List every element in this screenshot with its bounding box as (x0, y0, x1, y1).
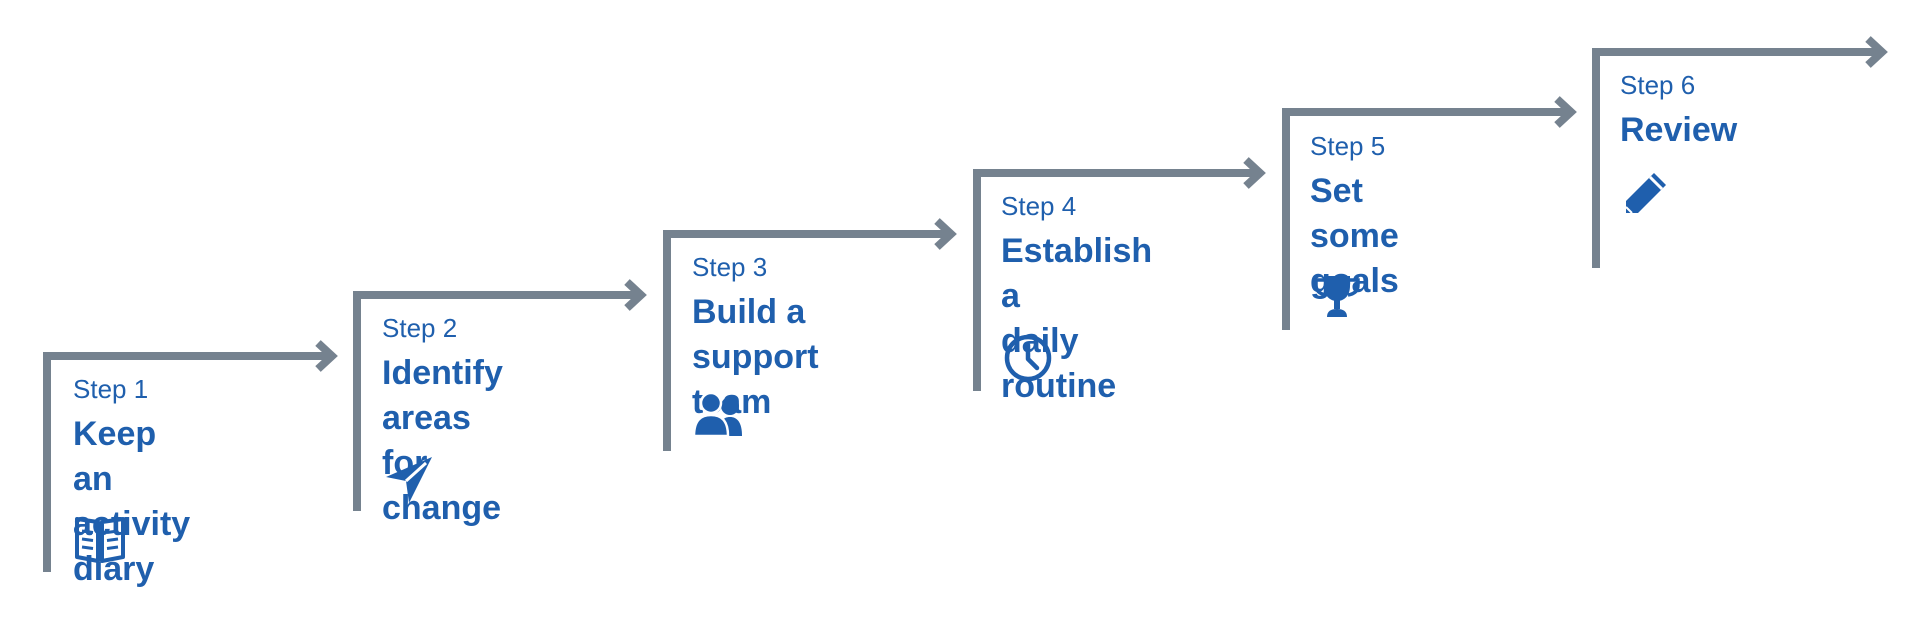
step-3-connector (663, 230, 947, 451)
people-icon (692, 390, 746, 444)
step-1-connector (43, 352, 328, 572)
step-5-title: Set some goals (1310, 172, 1399, 300)
trophy-icon (1310, 269, 1364, 323)
step-1-label: Step 1 (73, 374, 149, 404)
clock-icon (1001, 331, 1055, 385)
step-1-arrowhead (315, 340, 338, 372)
step-5-connector (1282, 108, 1567, 330)
step-2-label: Step 2 (382, 313, 458, 343)
step-1-title: Keep an activity diary (73, 415, 191, 588)
step-2-connector (353, 291, 637, 511)
step-6-arrowhead (1865, 36, 1888, 68)
book-icon (73, 510, 127, 564)
step-5-arrowhead (1554, 96, 1577, 128)
step-6-label: Step 6 (1620, 70, 1696, 100)
step-6-title: Review (1620, 111, 1738, 149)
step-4-label: Step 4 (1001, 191, 1077, 221)
pencil-icon (1620, 165, 1674, 219)
step-5-label: Step 5 (1310, 131, 1386, 161)
navigation-arrow-icon (382, 453, 436, 507)
step-6-connector (1592, 48, 1878, 268)
step-3-arrowhead (934, 218, 957, 250)
step-3-label: Step 3 (692, 252, 768, 282)
step-4-arrowhead (1243, 157, 1266, 189)
step-4-connector (973, 169, 1256, 391)
step-2-arrowhead (624, 279, 647, 311)
